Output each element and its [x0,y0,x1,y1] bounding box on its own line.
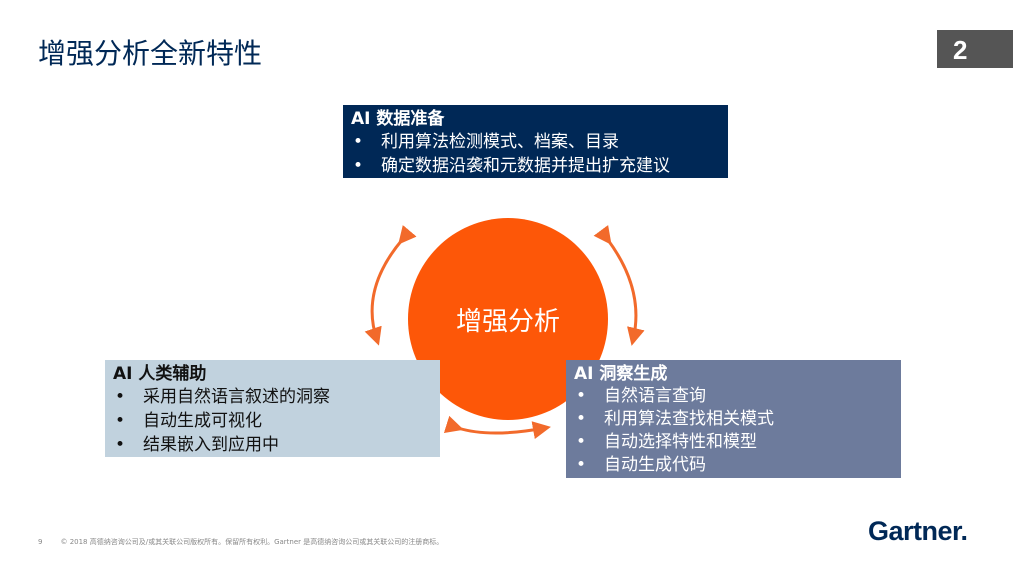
list-item: 自然语言查询 [574,385,893,408]
slide-title: 增强分析全新特性 [38,37,263,70]
list-item: 自动生成代码 [574,454,893,477]
list-item: 结果嵌入到应用中 [113,433,432,457]
box-heading: AI 洞察生成 [574,364,668,384]
center-label: 增强分析 [455,306,560,337]
list-item: 利用算法查找相关模式 [574,408,893,431]
list-item: 自动生成可视化 [113,409,432,433]
list-item: 自动选择特性和模型 [574,431,893,454]
arrow-right [593,225,645,346]
list-item: 利用算法检测模式、档案、目录 [351,130,720,154]
arrow-bottom [443,415,551,440]
footer-copyright: © 2018 高德纳咨询公司及/或其关联公司版权所有。保留所有权利。Gartne… [60,538,444,546]
arrow-left [364,225,417,346]
list-item: 采用自然语言叙述的洞察 [113,385,432,409]
gartner-logo: Gartner. [868,516,968,546]
footer: 9 © 2018 高德纳咨询公司及/或其关联公司版权所有。保留所有权利。Gartn… [38,537,461,547]
data-prep-box: AI 数据准备 利用算法检测模式、档案、目录确定数据沿袭和元数据并提出扩充建议 [343,105,728,178]
footer-page: 9 [38,538,43,546]
box-heading: AI 人类辅助 [113,364,207,384]
human-assist-box: AI 人类辅助 采用自然语言叙述的洞察自动生成可视化结果嵌入到应用中 [105,360,440,457]
page-badge: 2 [937,30,1013,68]
list-item: 确定数据沿袭和元数据并提出扩充建议 [351,154,720,178]
insight-gen-box: AI 洞察生成 自然语言查询利用算法查找相关模式自动选择特性和模型自动生成代码 [566,360,901,478]
box-heading: AI 数据准备 [351,109,445,129]
